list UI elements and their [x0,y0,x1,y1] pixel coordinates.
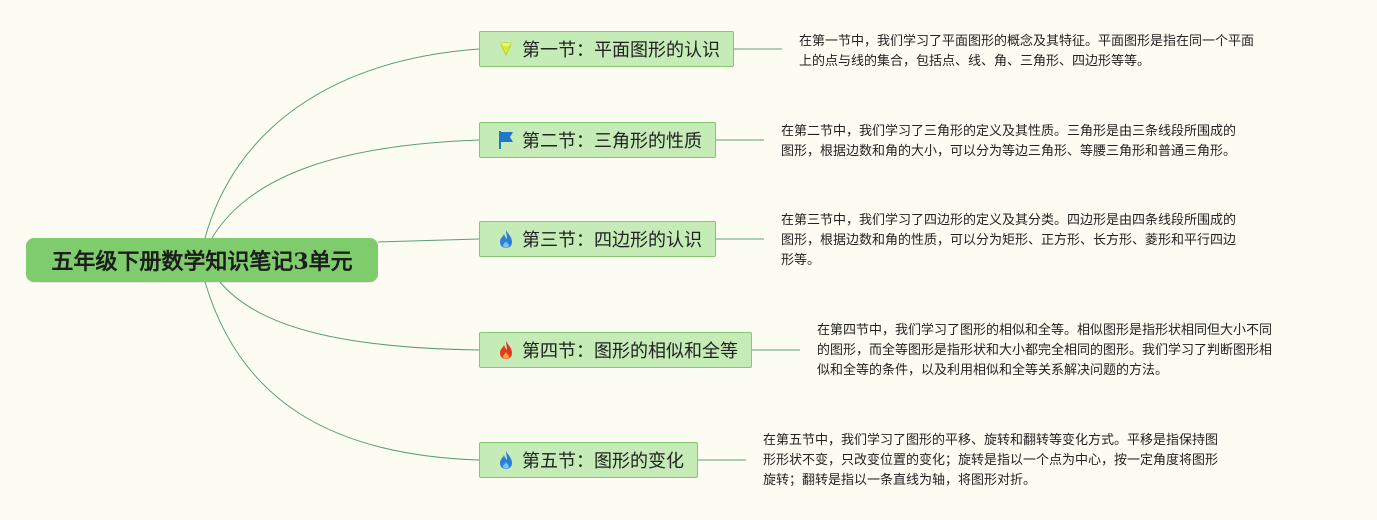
lightbulb-icon [496,38,516,60]
note-line: 旋转；翻转是指以一条直线为轴，将图形对折。 [763,473,1037,488]
note-section-1: 在第一节中，我们学习了平面图形的概念及其特征。平面图形是指在同一个平面 上的点与… [799,32,1254,72]
connector-topic-5 [204,281,480,461]
blue-flame-icon [496,228,516,250]
topic-section-5[interactable]: 第五节：图形的变化 [479,442,698,478]
topic-label: 第四节：图形的相似和全等 [522,341,738,362]
topic-section-3[interactable]: 第三节：四边形的认识 [479,221,716,257]
note-line: 在第五节中，我们学习了图形的平移、旋转和翻转等变化方式。平移是指保持图 [763,433,1219,448]
note-line: 的图形，而全等图形是指形状和大小都完全相同的图形。我们学习了判断图形相 [817,343,1273,358]
topic-label: 第五节：图形的变化 [522,451,684,472]
note-line: 上的点与线的集合，包括点、线、角、三角形、四边形等等。 [799,54,1151,69]
note-line: 在第一节中，我们学习了平面图形的概念及其特征。平面图形是指在同一个平面 [799,34,1255,49]
connector-topic-2 [211,139,480,239]
topic-section-2[interactable]: 第二节：三角形的性质 [479,122,716,158]
topic-label: 第二节：三角形的性质 [522,131,702,152]
root-title: 五年级下册数学知识笔记3单元 [51,249,353,275]
connector-topic-4 [219,281,480,351]
connector-topic-1 [204,48,480,239]
note-line: 形形状不变，只改变位置的变化；旋转是指以一个点为中心，按一定角度将图形 [763,453,1219,468]
note-line: 在第二节中，我们学习了三角形的定义及其性质。三角形是由三条线段所围成的 [781,124,1237,139]
note-line: 形等。 [781,253,821,268]
note-section-2: 在第二节中，我们学习了三角形的定义及其性质。三角形是由三条线段所围成的 图形，根… [781,122,1236,162]
note-line: 图形，根据边数和角的性质，可以分为矩形、正方形、长方形、菱形和平行四边 [781,233,1237,248]
note-section-5: 在第五节中，我们学习了图形的平移、旋转和翻转等变化方式。平移是指保持图 形形状不… [763,431,1218,491]
note-line: 似和全等的条件，以及利用相似和全等关系解决问题的方法。 [817,363,1169,378]
red-flame-icon [496,339,516,361]
blue-flame-icon [496,449,516,471]
note-line: 在第四节中，我们学习了图形的相似和全等。相似图形是指形状相同但大小不同 [817,323,1273,338]
topic-section-4[interactable]: 第四节：图形的相似和全等 [479,332,752,368]
root-topic[interactable]: 五年级下册数学知识笔记3单元 [26,238,378,282]
topic-section-1[interactable]: 第一节：平面图形的认识 [479,31,734,67]
connector-topic-3 [377,238,480,243]
note-line: 图形，根据边数和角的大小，可以分为等边三角形、等腰三角形和普通三角形。 [781,144,1237,159]
topic-label: 第三节：四边形的认识 [522,230,702,251]
flag-icon [496,129,516,151]
note-line: 在第三节中，我们学习了四边形的定义及其分类。四边形是由四条线段所围成的 [781,213,1237,228]
note-section-3: 在第三节中，我们学习了四边形的定义及其分类。四边形是由四条线段所围成的 图形，根… [781,211,1236,271]
note-section-4: 在第四节中，我们学习了图形的相似和全等。相似图形是指形状相同但大小不同 的图形，… [817,321,1272,381]
topic-label: 第一节：平面图形的认识 [522,40,720,61]
